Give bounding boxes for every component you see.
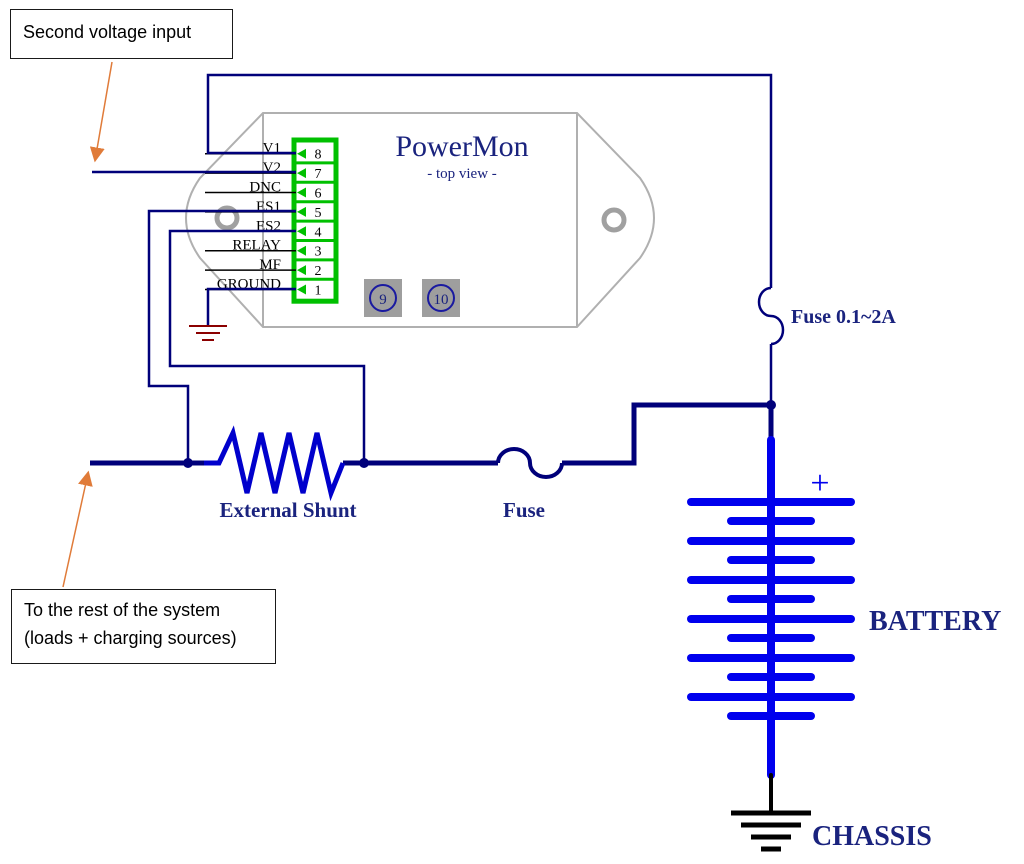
pin-number: 6 [315,187,322,202]
resistor-icon [204,425,346,502]
battery-plus-label: + [810,465,829,502]
pin-label: RELAY [232,238,281,254]
pin-number: 3 [315,245,322,260]
fuse-icon [757,286,785,346]
pin-arrow-icon [297,245,306,256]
pin-arrow-icon [297,168,306,179]
chassis-label: CHASSIS [812,821,932,852]
wire-es2 [168,229,366,463]
pin-arrow-icon [297,226,306,237]
callout-rest-of-system: To the rest of the system (loads + charg… [11,589,276,664]
main-wires [90,402,771,466]
fuse-icon [496,447,564,479]
junction-dot [359,458,369,468]
shunt-label: External Shunt [219,498,356,522]
pin-label: MF [259,257,281,273]
pin-arrow-icon [297,284,306,295]
device-title: PowerMon [395,130,528,163]
pin-label: V1 [263,141,281,157]
pin-label: ES1 [256,199,281,215]
pin-arrow-icon [297,265,306,276]
battery-icon [687,402,855,814]
wire-es1 [147,209,296,463]
pin-label: DNC [249,180,281,196]
pin-arrow-icon [297,148,306,159]
wire-fuse-to-battery [562,402,771,466]
mounting-hole-icon [601,207,627,233]
pin-number: 4 [315,225,322,240]
junction-dot [183,458,193,468]
pin-number: 8 [315,148,322,163]
arrow-icon [62,470,93,588]
callout-voltage-text: Second voltage input [23,22,192,42]
ground-icon [189,325,227,341]
pin-10-label: 10 [434,292,449,308]
pin-9-label: 9 [379,292,387,308]
mounting-hole-icon [214,205,240,231]
arrow-icon [89,61,113,163]
thin-wires [92,73,773,463]
wire-ground [206,287,296,325]
callout-voltage-input: Second voltage input [10,9,233,59]
pin-arrow-icon [297,187,306,198]
pin-number: 1 [315,284,322,299]
chassis-ground-icon [731,810,811,852]
callout-system-line2: (loads + charging sources) [24,628,237,648]
wire-v1-loop [206,73,773,288]
pin-number: 2 [315,264,322,279]
callout-system-line1: To the rest of the system [24,600,221,620]
battery-label: BATTERY [869,606,1001,637]
pin-label: V2 [263,160,281,176]
pin-10-ring [427,284,455,312]
fuse-label: Fuse [503,498,545,522]
fuse-small-label: Fuse 0.1~2A [791,306,896,328]
pin-number: 7 [315,167,322,182]
pin-arrow-icon [297,206,306,217]
pin-number: 5 [315,206,322,221]
device-subtitle: - top view - [427,166,497,182]
pin-9-ring [369,284,397,312]
